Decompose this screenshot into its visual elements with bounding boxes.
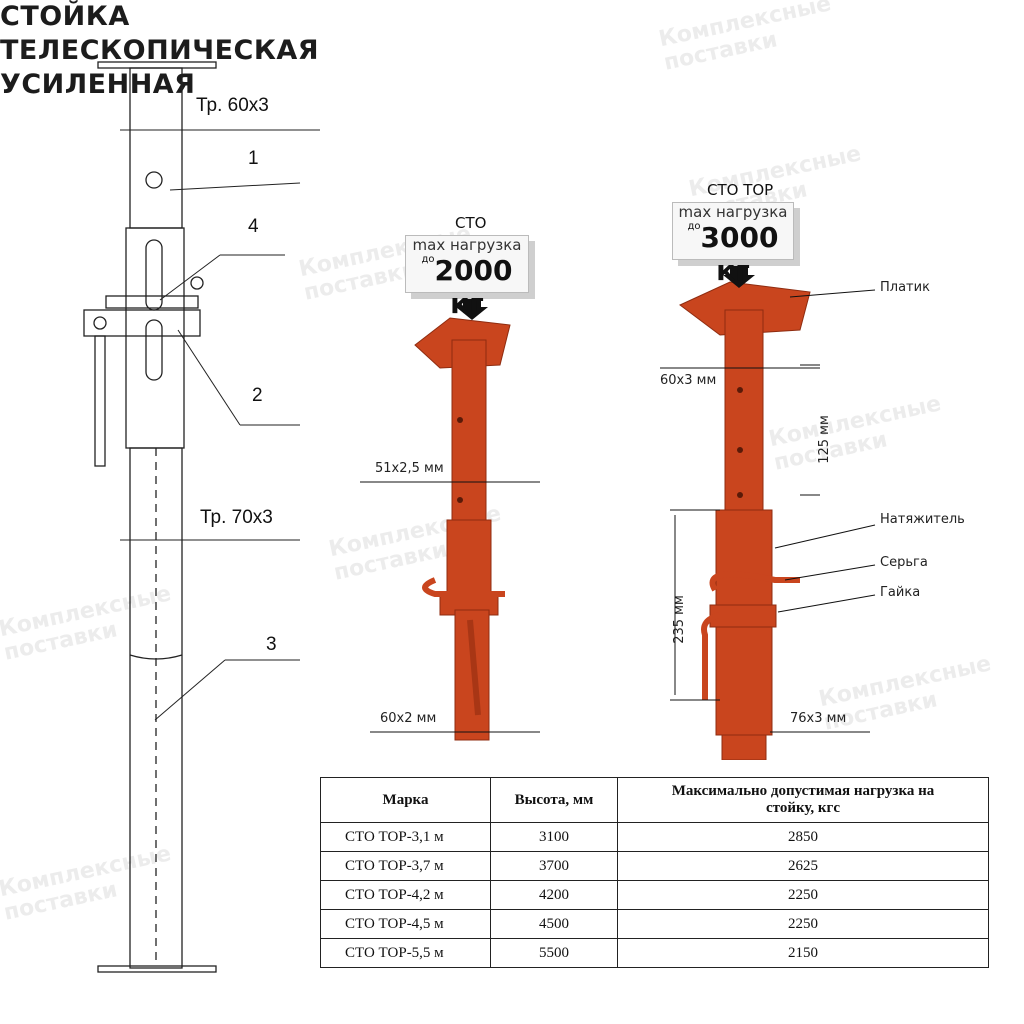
title-line: УСИЛЕННАЯ (0, 69, 196, 100)
callout-4: 4 (248, 216, 259, 237)
load-prefix: до (421, 254, 435, 265)
header-load: Максимально допустимая нагрузка на стойк… (617, 777, 989, 823)
callout-3: 3 (266, 634, 277, 655)
cell-load: 2850 (617, 822, 989, 852)
pipe-bottom-label: Тр. 70х3 (200, 507, 273, 528)
load-prefix: до (687, 221, 701, 232)
sto-inner-dim: 51х2,5 мм (375, 461, 444, 476)
table-header-row: Марка Высота, мм Максимально допустимая … (320, 777, 989, 823)
cell-height: 5500 (490, 938, 618, 968)
props-photo (360, 265, 876, 760)
load-label: max нагрузка (412, 236, 522, 254)
cell-model: СТО ТОР-3,7 м (320, 851, 491, 881)
part-tensioner: Натяжитель (880, 512, 965, 527)
sto-top-inner-dim: 60х3 мм (660, 373, 717, 388)
cell-height: 4200 (490, 880, 618, 910)
sto-title: СТО (455, 214, 487, 232)
cell-height: 3700 (490, 851, 618, 881)
cell-model: СТО ТОР-4,2 м (320, 880, 491, 910)
cell-load: 2250 (617, 880, 989, 910)
sto-load-box: max нагрузка до2000 кг (405, 235, 529, 320)
page-title: СТОЙКА ТЕЛЕСКОПИЧЕСКАЯ УСИЛЕННАЯ (0, 0, 1024, 102)
cell-height: 3100 (490, 822, 618, 852)
specs-table: Марка Высота, мм Максимально допустимая … (320, 777, 989, 968)
header-model: Марка (320, 777, 491, 823)
sto-top-outer-dim: 76х3 мм (790, 711, 847, 726)
load-label: max нагрузка (678, 203, 788, 221)
header-height: Высота, мм (490, 777, 618, 823)
sto-top-load-box: max нагрузка до3000 кг (672, 202, 794, 287)
load-value: 2000 кг (434, 254, 513, 320)
callout-2: 2 (252, 385, 263, 406)
technical-drawing (83, 61, 320, 973)
cell-load: 2625 (617, 851, 989, 881)
dim-235: 235 мм (671, 595, 687, 644)
sto-top-title: СТО ТОР (707, 181, 774, 199)
title-line: ТЕЛЕСКОПИЧЕСКАЯ (0, 35, 320, 66)
load-value: 3000 кг (700, 221, 779, 287)
cell-load: 2250 (617, 909, 989, 939)
part-earring: Серьга (880, 555, 928, 570)
title-line: СТОЙКА (0, 1, 130, 32)
dim-125: 125 мм (816, 415, 832, 464)
part-platik: Платик (880, 280, 930, 295)
part-nut: Гайка (880, 585, 921, 600)
cell-load: 2150 (617, 938, 989, 968)
callout-1: 1 (248, 148, 259, 169)
cell-model: СТО ТОР-5,5 м (320, 938, 491, 968)
cell-model: СТО ТОР-4,5 м (320, 909, 491, 939)
cell-height: 4500 (490, 909, 618, 939)
sto-outer-dim: 60х2 мм (380, 711, 437, 726)
pipe-top-label: Тр. 60х3 (196, 95, 269, 116)
cell-model: СТО ТОР-3,1 м (320, 822, 491, 852)
